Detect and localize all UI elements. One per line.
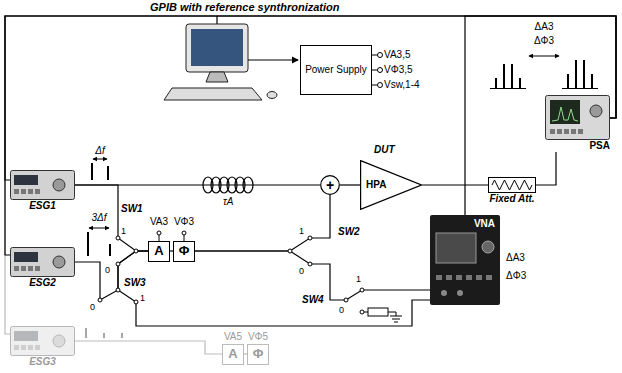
connector-line bbox=[75, 185, 148, 251]
spectrum-label: 3Δf bbox=[86, 212, 112, 224]
box-label: Power Supply bbox=[305, 64, 367, 76]
box-label: A bbox=[228, 347, 237, 361]
edge-label: τA bbox=[222, 196, 234, 208]
power-supply-box: Power Supply bbox=[300, 45, 372, 95]
switch-position: 1 bbox=[121, 226, 126, 237]
switch-contacts bbox=[98, 236, 364, 314]
box-label: A bbox=[154, 244, 163, 258]
phase-shifter-box: Φ bbox=[247, 344, 269, 365]
switch-label: SW4 bbox=[302, 294, 324, 306]
combiner-symbol: + bbox=[326, 178, 334, 192]
instrument-label: ESG1 bbox=[29, 200, 56, 212]
spectrum-analyzer: PSA bbox=[545, 95, 610, 152]
termination-resistor bbox=[364, 308, 402, 322]
signal-generator: ESG1 bbox=[10, 170, 75, 212]
amplifier-triangle: DUT HPA bbox=[360, 144, 422, 210]
switch-label: SW1 bbox=[121, 203, 143, 215]
voltage-label: VΦ3,5 bbox=[384, 64, 413, 76]
instrument-picture bbox=[10, 326, 75, 356]
delta-label: ΔΦ3 bbox=[530, 35, 558, 47]
connector-line bbox=[536, 152, 556, 185]
instrument-label: ESG3 bbox=[29, 356, 56, 368]
network-analyzer: VNA bbox=[430, 215, 500, 305]
spectrum-sketch bbox=[88, 159, 110, 256]
switch-label: SW3 bbox=[124, 277, 146, 289]
computer-icon bbox=[164, 16, 298, 100]
connector-line bbox=[195, 195, 330, 251]
amplifier-label: HPA bbox=[366, 179, 386, 191]
switch-position: 1 bbox=[356, 274, 361, 285]
switch-position: 0 bbox=[90, 302, 95, 313]
connector-line bbox=[5, 16, 616, 255]
connector-line bbox=[75, 251, 148, 300]
attenuator-symbol bbox=[488, 177, 536, 193]
spectrum-sketch bbox=[86, 328, 122, 338]
instrument-label: VNA bbox=[430, 218, 495, 230]
voltage-label: VΦ3 bbox=[172, 216, 196, 228]
fixed-attenuator: Fixed Att. bbox=[488, 177, 536, 205]
delta-label: ΔA3 bbox=[530, 21, 558, 33]
connector-line bbox=[195, 251, 430, 300]
box-label: Φ bbox=[253, 347, 264, 361]
switch-label: SW2 bbox=[338, 226, 360, 238]
voltage-label: VΦ5 bbox=[246, 331, 270, 343]
instrument-picture bbox=[10, 170, 75, 200]
attenuator-box: A bbox=[222, 344, 244, 365]
bus-label: GPIB with reference synthronization bbox=[150, 1, 339, 14]
spectrum-label: Δf bbox=[90, 145, 110, 157]
connector-line bbox=[465, 16, 616, 215]
switch-position: 0 bbox=[299, 266, 304, 277]
switch-position: 1 bbox=[140, 293, 145, 304]
phase-shifter-box: Φ bbox=[173, 241, 195, 262]
switch-position: 1 bbox=[299, 226, 304, 237]
attenuator-box: A bbox=[148, 241, 170, 262]
delay-coil bbox=[203, 177, 253, 193]
power-combiner: + bbox=[320, 175, 340, 195]
voltage-label: VA3,5 bbox=[384, 49, 411, 61]
connector-line bbox=[75, 341, 222, 354]
instrument-label: ESG2 bbox=[29, 277, 56, 289]
instrument-label: Fixed Att. bbox=[489, 193, 534, 205]
voltage-label: Vsw,1-4 bbox=[384, 79, 420, 91]
delta-label: ΔΦ3 bbox=[506, 270, 526, 282]
instrument-picture bbox=[545, 95, 610, 140]
instrument-picture bbox=[10, 247, 75, 277]
connector-line bbox=[5, 16, 616, 334]
switch-position: 0 bbox=[339, 305, 344, 316]
voltage-label: VA5 bbox=[221, 331, 245, 343]
connector-line bbox=[118, 251, 430, 326]
signal-generator: ESG2 bbox=[10, 247, 75, 289]
connector-line bbox=[340, 184, 360, 185]
delta-label: ΔA3 bbox=[506, 252, 525, 264]
output-spectrum bbox=[490, 56, 598, 89]
connector-line bbox=[422, 184, 488, 185]
dut-label: DUT bbox=[374, 144, 422, 156]
switch-position: 0 bbox=[105, 265, 110, 276]
voltage-label: VA3 bbox=[147, 216, 171, 228]
signal-generator: ESG3 bbox=[10, 326, 75, 368]
connector-line bbox=[5, 16, 616, 180]
box-label: Φ bbox=[179, 244, 190, 258]
instrument-label: PSA bbox=[589, 140, 610, 152]
